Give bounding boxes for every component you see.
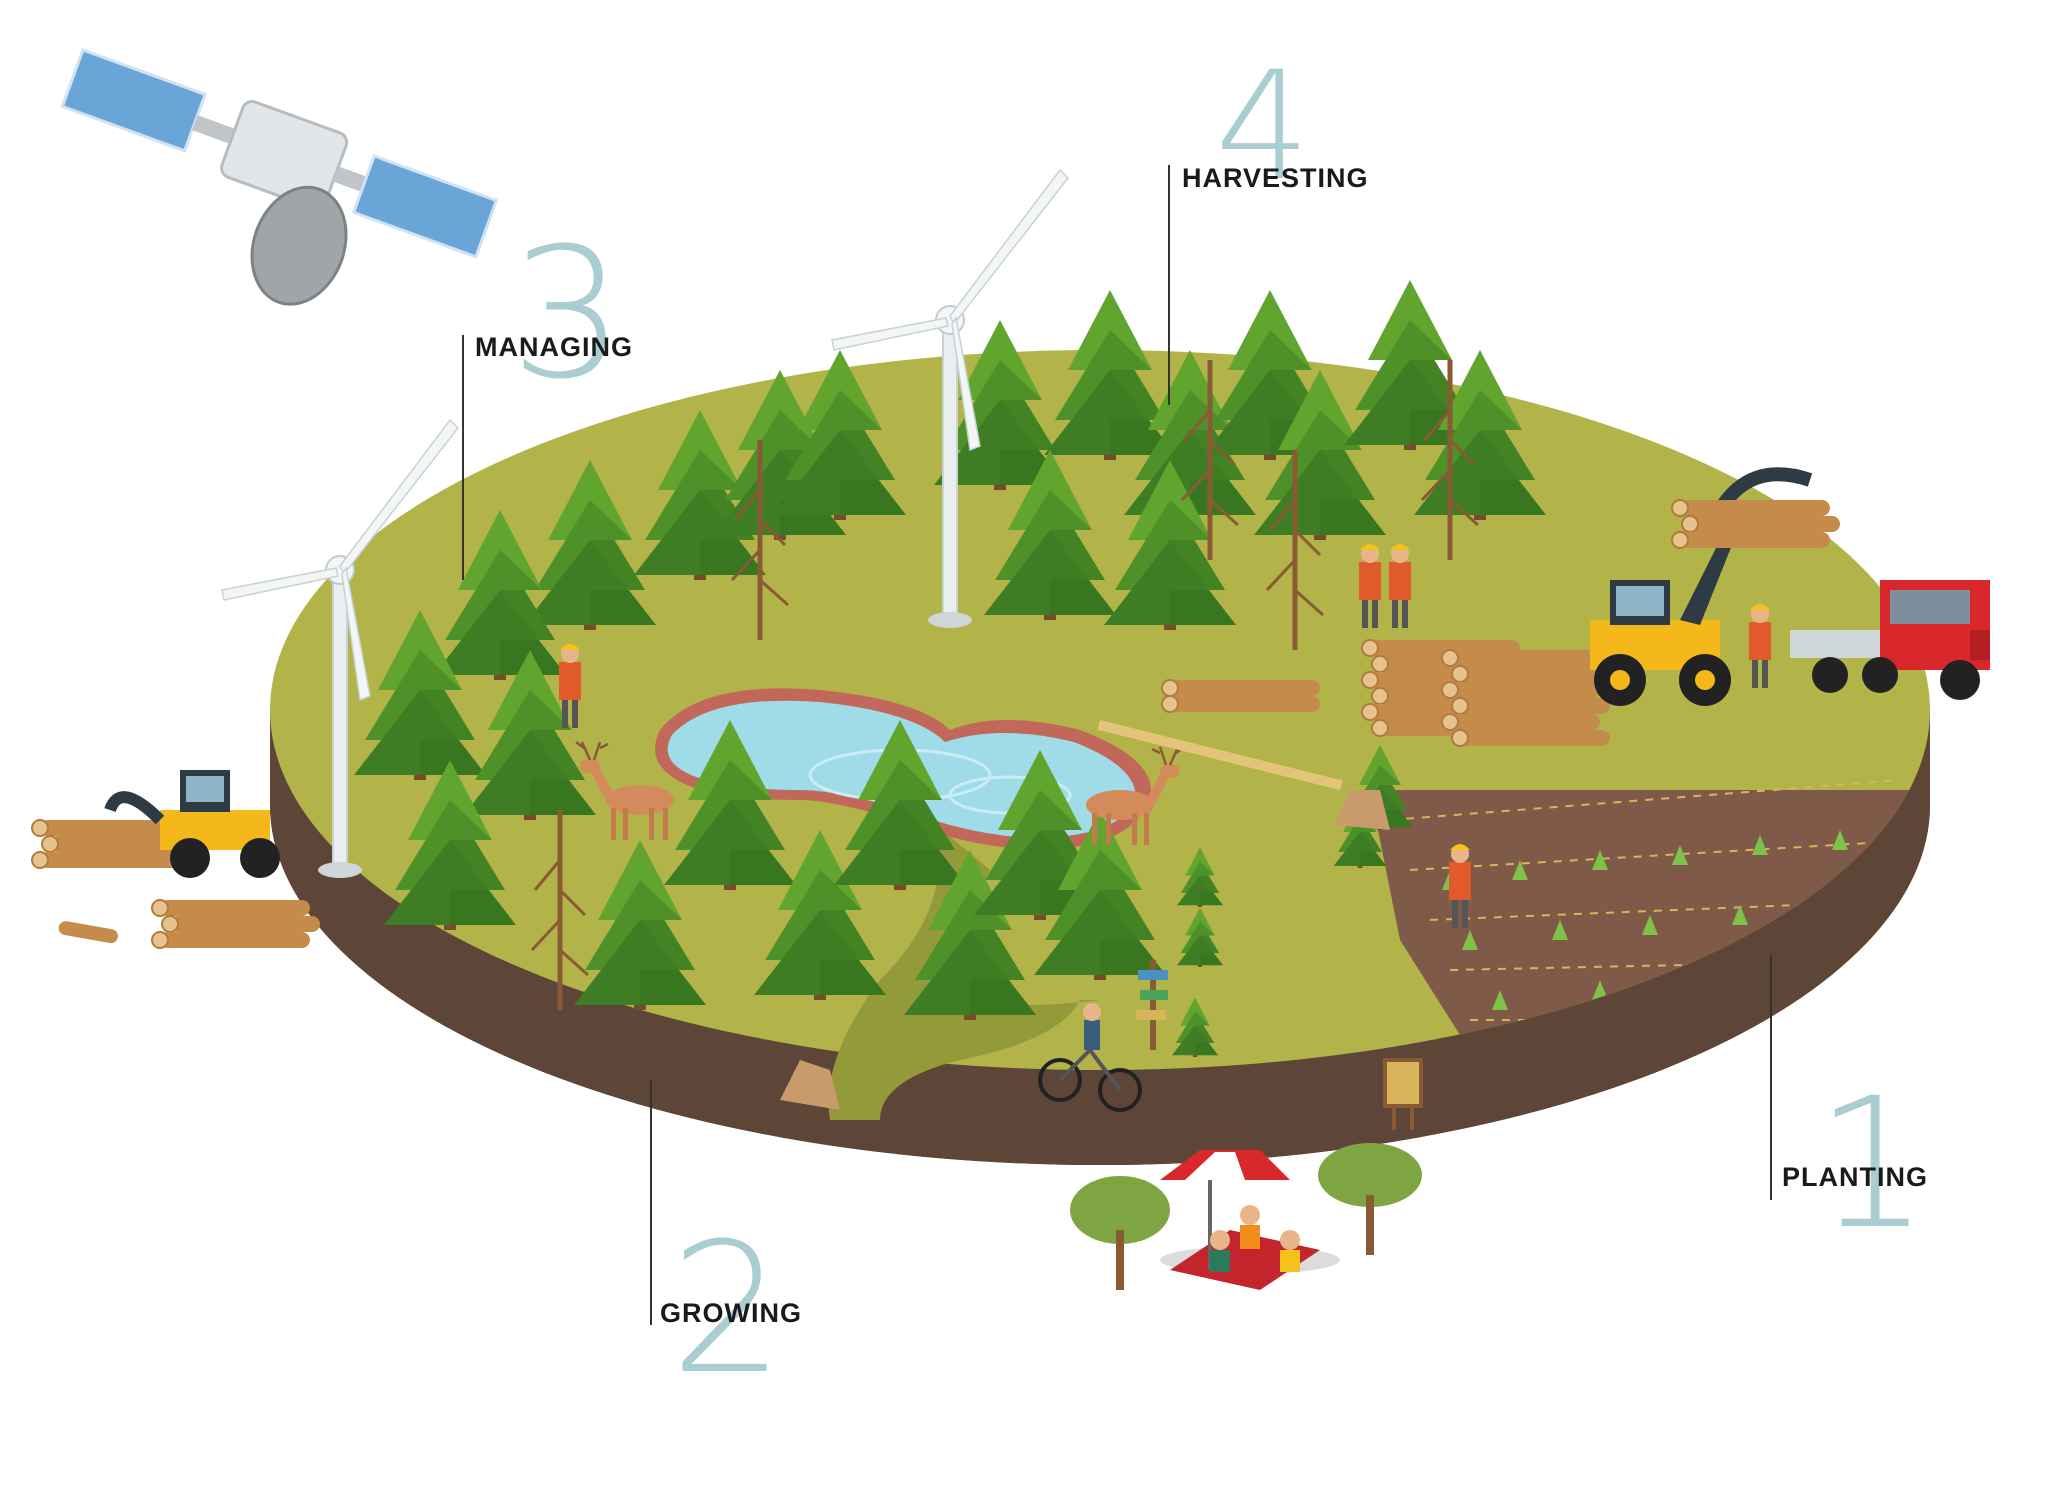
leader-line-growing	[650, 1080, 652, 1325]
stage-number-managing: 3	[510, 210, 625, 419]
stage-number-planting: 1	[1815, 1060, 1930, 1269]
satellite-icon	[60, 48, 499, 306]
leader-line-harvesting	[1168, 165, 1170, 405]
leader-line-managing	[462, 335, 464, 580]
trail	[828, 820, 1100, 1120]
stage-number-harvesting: 4	[1215, 40, 1311, 214]
picnic-icon	[1070, 1143, 1422, 1290]
logging-truck-icon	[1790, 580, 1990, 700]
cyclist-icon	[1038, 1003, 1142, 1112]
signpost-icon	[1136, 960, 1423, 1130]
stage-number-growing: 2	[670, 1205, 785, 1414]
log-pile-icon	[31, 639, 1611, 949]
rock	[780, 1060, 840, 1110]
stage-label-growing: GROWING	[660, 1298, 802, 1328]
stage-label-planting: PLANTING	[1782, 1162, 1928, 1192]
loader-icon	[104, 467, 1841, 878]
stage-label-harvesting: HARVESTING	[1182, 163, 1369, 193]
leader-line-planting	[1770, 955, 1772, 1200]
stage-label-managing: MANAGING	[475, 332, 633, 362]
